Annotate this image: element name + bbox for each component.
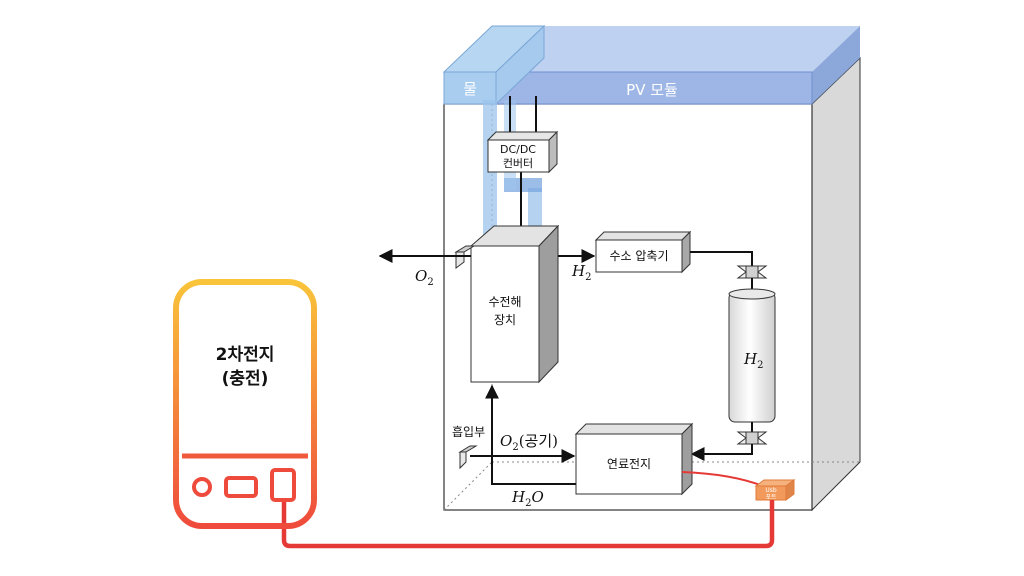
h2-tank-label: H2 (743, 350, 763, 371)
hydrogen-tank: H2 (728, 288, 776, 423)
dcdc-label-line2: 컨버터 (503, 157, 533, 170)
usb-label-line1: Usb (765, 487, 777, 494)
battery-port-round (192, 477, 212, 497)
o2-air-label: O2(공기) (500, 432, 558, 453)
hydrogen-compressor: 수소 압축기 (594, 230, 692, 274)
tank-valve-bottom (736, 431, 768, 445)
pv-module-side-face (812, 26, 860, 104)
o2-outlet: O2 (378, 245, 476, 288)
water-tank-front (443, 71, 497, 105)
electrolyzer-label-line1: 수전해 (488, 295, 521, 309)
air-intake: 흡입부 (452, 425, 485, 470)
h2o-label: H2O (511, 488, 544, 509)
fuel-cell-label: 연료전지 (607, 457, 651, 471)
enclosure-right-face (811, 56, 861, 512)
pv-module-top-face (444, 26, 860, 72)
o2-out-label: O2 (415, 267, 434, 288)
pv-module-label: PV 모듈 (626, 81, 678, 99)
charging-cable (281, 486, 775, 549)
h2-line-label: H2 (571, 262, 591, 283)
compressor-label: 수소 압축기 (609, 249, 668, 263)
usb-port[interactable]: Usb 포트 (754, 479, 796, 501)
battery-label-line1: 2차전지 (216, 345, 275, 365)
battery-plug[interactable] (270, 468, 296, 502)
dcdc-converter: DC/DC 컨버터 (486, 130, 559, 174)
electrolyzer: 수전해 장치 (469, 224, 560, 384)
pv-module: 물 PV 모듈 (442, 24, 860, 106)
intake-label: 흡입부 (452, 425, 485, 439)
battery-port-slot (224, 476, 258, 498)
water-label: 물 (463, 80, 477, 98)
fuel-cell: 연료전지 (574, 422, 694, 496)
usb-label-line2: 포트 (765, 494, 777, 501)
secondary-battery: 2차전지 (충전) (173, 279, 317, 529)
battery-label-line2: (충전) (222, 369, 269, 389)
electrolyzer-label-line2: 장치 (494, 313, 516, 327)
dcdc-label-line1: DC/DC (500, 143, 536, 156)
